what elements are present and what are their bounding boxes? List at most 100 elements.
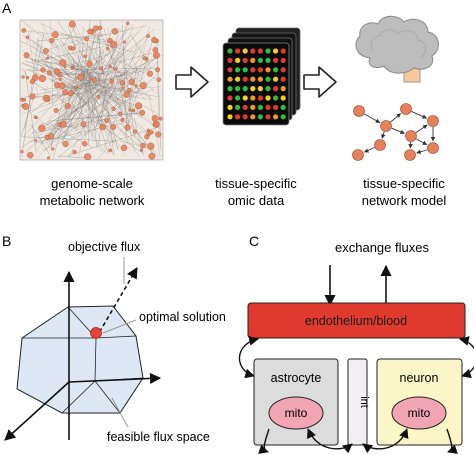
- microarray-spot: [273, 76, 279, 82]
- network-edge: [57, 24, 133, 112]
- network-node: [58, 77, 62, 81]
- network-node: [153, 51, 160, 59]
- microarray-spot: [257, 104, 263, 110]
- microarray-spot: [273, 86, 279, 92]
- network-edge: [80, 95, 119, 150]
- network-edge: [97, 76, 119, 150]
- network-edge: [81, 70, 161, 116]
- microarray-spot: [235, 57, 241, 64]
- network-edge: [131, 56, 138, 73]
- astrocyte-label: astrocyte: [271, 371, 322, 385]
- network-node: [97, 25, 103, 31]
- network-edge: [60, 39, 94, 89]
- network-node: [152, 121, 160, 128]
- network-node: [53, 68, 60, 75]
- microarray-spot: [257, 95, 263, 101]
- microarray-spot: [265, 76, 271, 82]
- network-edge: [68, 126, 161, 156]
- optimal-solution-point: [90, 327, 102, 339]
- microarray-spot: [235, 48, 241, 54]
- model-node: [374, 139, 386, 151]
- optimal-leader-line: [102, 319, 137, 334]
- network-edge: [94, 59, 147, 85]
- network-node: [68, 20, 76, 28]
- network-edge: [104, 90, 146, 134]
- network-node: [45, 97, 51, 102]
- microarray-spot: [250, 76, 256, 82]
- network-edge: [29, 37, 87, 87]
- network-node: [84, 153, 92, 160]
- network-edge: [131, 36, 152, 69]
- microarray-spot: [242, 104, 248, 110]
- network-edge: [29, 112, 82, 151]
- network-node: [59, 120, 67, 128]
- network-edge: [100, 70, 138, 96]
- network-edge: [44, 47, 152, 152]
- network-node: [34, 139, 38, 142]
- network-edge: [85, 83, 107, 123]
- feasible-polytope: [16, 305, 144, 414]
- network-node: [21, 104, 25, 108]
- neuron-label: neuron: [400, 371, 439, 385]
- network-node: [155, 67, 161, 73]
- network-node: [43, 48, 49, 54]
- network-edge: [40, 51, 127, 144]
- model-node: [427, 115, 439, 127]
- microarray-spot: [273, 67, 279, 73]
- network-edge: [124, 34, 155, 135]
- network-node: [134, 84, 138, 88]
- optimal-solution-label: optimal solution: [139, 310, 226, 324]
- network-edge: [56, 113, 140, 121]
- network-node: [128, 78, 135, 86]
- network-edge: [62, 55, 163, 103]
- network-node: [25, 76, 30, 80]
- microarray-spot: [235, 104, 241, 110]
- microarray-spot: [265, 114, 271, 120]
- network-edge: [95, 86, 159, 157]
- microarray-spot: [235, 76, 241, 82]
- model-node: [404, 149, 416, 161]
- network-node: [139, 109, 146, 116]
- microarray-spot: [250, 95, 256, 101]
- network-node: [149, 130, 154, 135]
- network-node: [111, 28, 119, 35]
- network-edge: [23, 73, 81, 137]
- model-edge: [390, 113, 402, 123]
- panel-b-letter: B: [2, 233, 11, 249]
- network-node: [140, 142, 146, 149]
- microarray-spot: [227, 57, 233, 64]
- network-node: [53, 107, 59, 113]
- network-node: [64, 102, 71, 110]
- caption-model-line1: tissue-specific: [363, 176, 445, 191]
- caption-omics-line2: omic data: [228, 193, 285, 208]
- network-node: [63, 65, 67, 69]
- microarray-spot: [250, 48, 256, 54]
- network-edge: [73, 61, 92, 99]
- network-edge: [125, 65, 138, 122]
- microarray-spot: [280, 76, 286, 82]
- network-node: [118, 111, 123, 116]
- network-node: [146, 34, 150, 38]
- network-node: [92, 25, 99, 32]
- network-edge: [85, 83, 143, 119]
- network-node: [23, 52, 30, 59]
- microarray-spot: [242, 67, 248, 73]
- microarray-spot: [265, 67, 271, 73]
- network-node: [146, 70, 153, 77]
- network-node: [119, 80, 126, 86]
- network-edge: [21, 92, 36, 137]
- network-node: [127, 87, 132, 93]
- genome-network-image: [19, 19, 164, 161]
- microarray-spot: [250, 86, 256, 92]
- network-edge: [63, 91, 87, 117]
- network-node: [109, 79, 115, 84]
- network-edge: [25, 69, 37, 154]
- microarray-spot: [227, 95, 233, 101]
- network-edge: [43, 85, 48, 96]
- network-node: [139, 82, 147, 90]
- network-node: [51, 31, 59, 39]
- microarray-spot: [265, 48, 271, 54]
- neuron-mito: [391, 396, 447, 430]
- network-edge: [28, 31, 39, 99]
- hollow-arrow-1: [175, 66, 209, 98]
